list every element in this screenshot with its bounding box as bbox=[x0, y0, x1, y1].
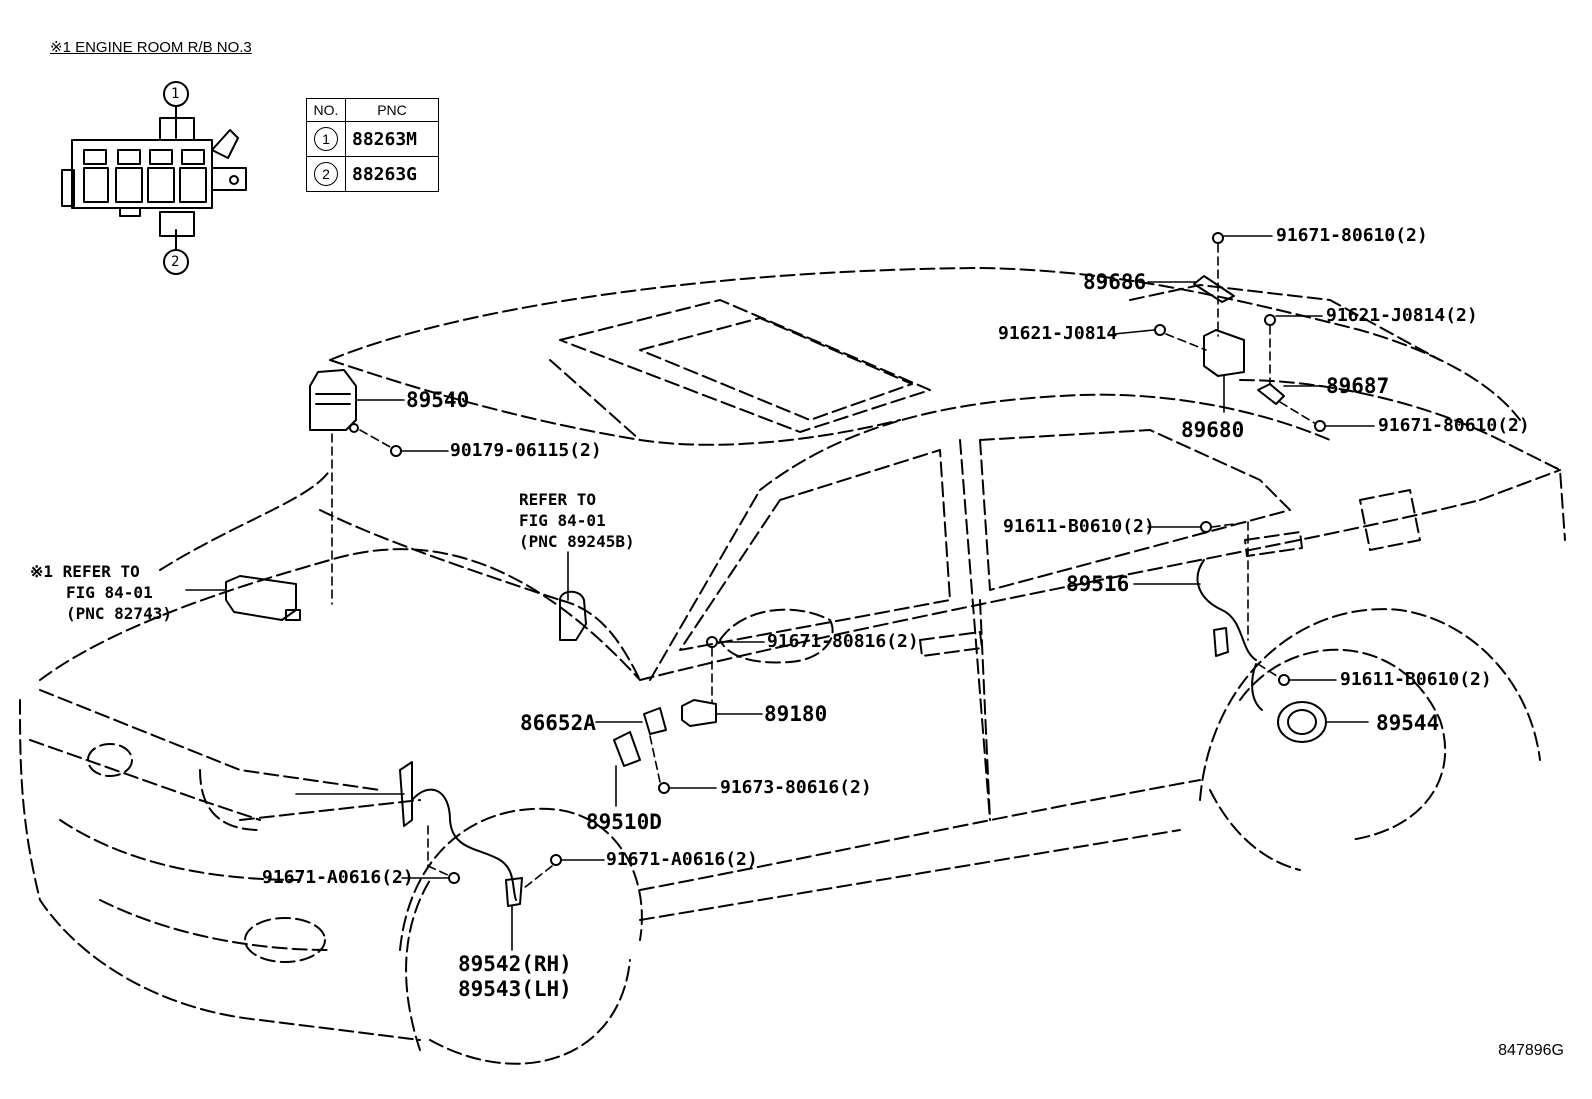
part-label-91671-80816[interactable]: 91671-80816(2) bbox=[767, 631, 919, 652]
part-label-91671-a0616-left[interactable]: 91671-A0616(2) bbox=[262, 867, 414, 888]
table-row: 2 88263G bbox=[306, 156, 439, 192]
part-label-89543-lh[interactable]: 89543(LH) bbox=[458, 977, 572, 1001]
refer-line: (PNC 82743) bbox=[66, 604, 172, 623]
refer-line: FIG 84-01 bbox=[519, 511, 606, 530]
table-row: 1 88263M bbox=[306, 121, 439, 157]
pnc-table-header-pnc: PNC bbox=[345, 98, 439, 122]
refer-note-82743: ※1 REFER TO FIG 84-01 (PNC 82743) bbox=[30, 561, 172, 624]
pnc-row-code: 88263G bbox=[345, 156, 439, 192]
part-label-91673-80616[interactable]: 91673-80616(2) bbox=[720, 777, 872, 798]
part-label-89687[interactable]: 89687 bbox=[1326, 374, 1390, 398]
pnc-row-number: 2 bbox=[314, 162, 338, 186]
part-label-90179-06115[interactable]: 90179-06115(2) bbox=[450, 440, 602, 461]
part-label-89180[interactable]: 89180 bbox=[764, 702, 828, 726]
relay-block-illustration bbox=[61, 81, 247, 275]
connector-circle-1: 1 bbox=[171, 86, 180, 102]
pnc-table-header-no: NO. bbox=[306, 98, 346, 122]
part-label-89544[interactable]: 89544 bbox=[1376, 711, 1440, 735]
refer-line: ※1 REFER TO bbox=[30, 562, 140, 581]
part-label-89510d[interactable]: 89510D bbox=[586, 810, 662, 834]
component-sketches bbox=[225, 232, 1327, 907]
part-label-89516[interactable]: 89516 bbox=[1066, 572, 1130, 596]
part-label-91671-a0616-right[interactable]: 91671-A0616(2) bbox=[606, 849, 758, 870]
part-label-91621-j0814-right[interactable]: 91621-J0814(2) bbox=[1326, 305, 1478, 326]
part-label-86652a[interactable]: 86652A bbox=[520, 711, 596, 735]
part-label-89540[interactable]: 89540 bbox=[406, 388, 470, 412]
part-label-91671-80610-right[interactable]: 91671-80610(2) bbox=[1378, 415, 1530, 436]
part-label-91671-80610-top[interactable]: 91671-80610(2) bbox=[1276, 225, 1428, 246]
refer-line: FIG 84-01 bbox=[66, 583, 153, 602]
part-label-91621-j0814-left[interactable]: 91621-J0814 bbox=[998, 323, 1118, 344]
refer-line: (PNC 89245B) bbox=[519, 532, 635, 551]
leader-lines bbox=[185, 235, 1375, 951]
refer-note-89245b: REFER TO FIG 84-01 (PNC 89245B) bbox=[519, 489, 635, 552]
part-label-89686[interactable]: 89686 bbox=[1083, 270, 1147, 294]
refer-line: REFER TO bbox=[519, 490, 597, 509]
pnc-table: NO. PNC 1 88263M 2 88263G bbox=[306, 98, 439, 192]
part-label-89542-rh[interactable]: 89542(RH) bbox=[458, 952, 572, 976]
pnc-row-code: 88263M bbox=[345, 121, 439, 157]
part-label-89680[interactable]: 89680 bbox=[1181, 418, 1245, 442]
engine-room-rb-title: ※1 ENGINE ROOM R/B NO.3 bbox=[50, 39, 252, 56]
pnc-row-number: 1 bbox=[314, 127, 338, 151]
car-outline bbox=[19, 267, 1566, 1065]
part-label-91611-b0610-bottom[interactable]: 91611-B0610(2) bbox=[1340, 669, 1492, 690]
connector-circle-2: 2 bbox=[171, 254, 180, 270]
install-lines bbox=[331, 243, 1317, 889]
figure-number: 847896G bbox=[1498, 1042, 1564, 1059]
part-label-91611-b0610-top[interactable]: 91611-B0610(2) bbox=[1003, 516, 1155, 537]
